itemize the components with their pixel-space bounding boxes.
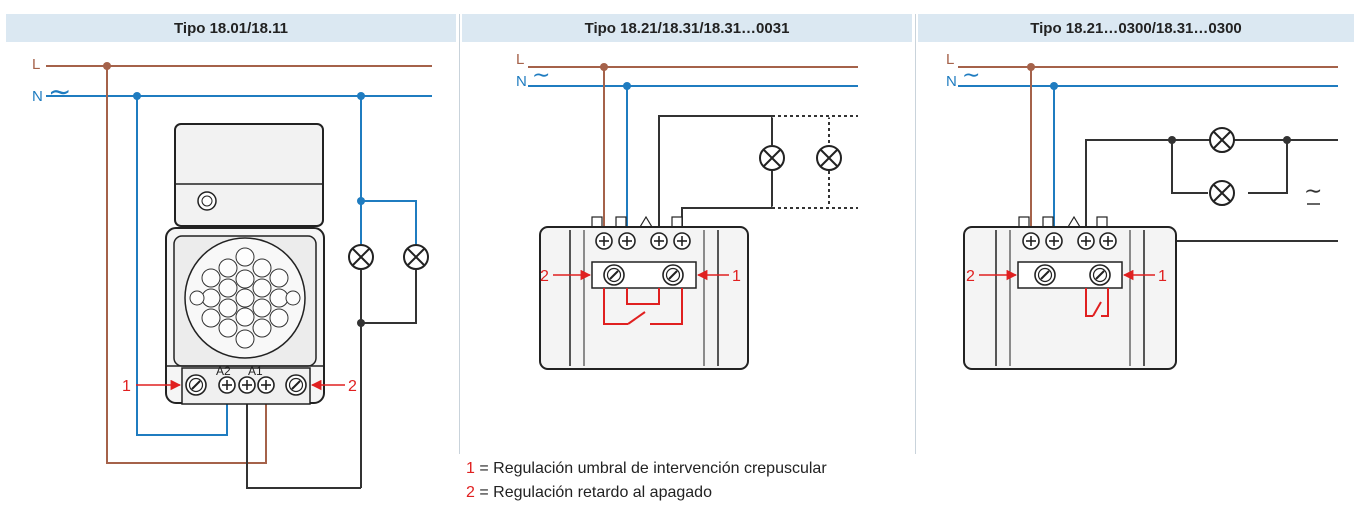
lamp-icon bbox=[403, 244, 429, 270]
label-N: N bbox=[32, 88, 43, 105]
legend-number: 1 bbox=[466, 460, 475, 477]
load-wire bbox=[246, 386, 361, 489]
callout-2: 2 bbox=[966, 268, 975, 285]
lamp-icon bbox=[348, 244, 374, 270]
line-wire bbox=[106, 66, 267, 464]
lamp-icon bbox=[1209, 180, 1235, 206]
relay-module bbox=[963, 215, 1177, 370]
callout-1: 1 bbox=[732, 268, 741, 285]
legend-item-2: 2 = Regulación retardo al apagado bbox=[466, 484, 712, 502]
header-left: Tipo 18.01/18.11 bbox=[6, 14, 456, 42]
terminal-a1-label: A1 bbox=[248, 364, 263, 378]
label-L: L bbox=[946, 51, 954, 68]
relay-module bbox=[539, 215, 749, 370]
ac-symbol: ∼ bbox=[962, 62, 980, 87]
header-middle: Tipo 18.21/18.31/18.31…0031 bbox=[462, 14, 912, 42]
label-L: L bbox=[516, 51, 524, 68]
sensor-housing: A2 A1 bbox=[165, 123, 325, 405]
panel-divider-2 bbox=[915, 14, 916, 454]
panel-middle: L N ∼ bbox=[516, 51, 858, 370]
legend-number: 2 bbox=[466, 484, 475, 501]
lamp-icon bbox=[1209, 127, 1235, 153]
ac-symbol: ∼ bbox=[532, 62, 550, 87]
callout-2: 2 bbox=[540, 268, 549, 285]
label-N: N bbox=[946, 73, 957, 90]
header-right: Tipo 18.21…0300/18.31…0300 bbox=[918, 14, 1354, 42]
neutral-wire bbox=[136, 96, 228, 436]
lamp-icon bbox=[816, 145, 842, 171]
legend-text: = Regulación retardo al apagado bbox=[474, 484, 712, 501]
panel-divider-1 bbox=[459, 14, 460, 454]
ac-symbol: ∼ bbox=[48, 76, 71, 107]
lens-cells bbox=[189, 247, 301, 349]
callout-2: 2 bbox=[348, 378, 357, 395]
lamp-icon bbox=[759, 145, 785, 171]
callout-1: 1 bbox=[122, 378, 131, 395]
terminal-a2-label: A2 bbox=[216, 364, 231, 378]
label-L: L bbox=[32, 56, 40, 73]
label-N: N bbox=[516, 73, 527, 90]
legend-text: = Regulación umbral de intervención crep… bbox=[474, 460, 827, 477]
legend-item-1: 1 = Regulación umbral de intervención cr… bbox=[466, 460, 827, 478]
panel-left: L N ∼ bbox=[32, 56, 432, 489]
callout-1: 1 bbox=[1158, 268, 1167, 285]
panel-right: L N ∼ ∼ bbox=[946, 51, 1338, 370]
ac-symbol: ∼ bbox=[1304, 178, 1322, 203]
